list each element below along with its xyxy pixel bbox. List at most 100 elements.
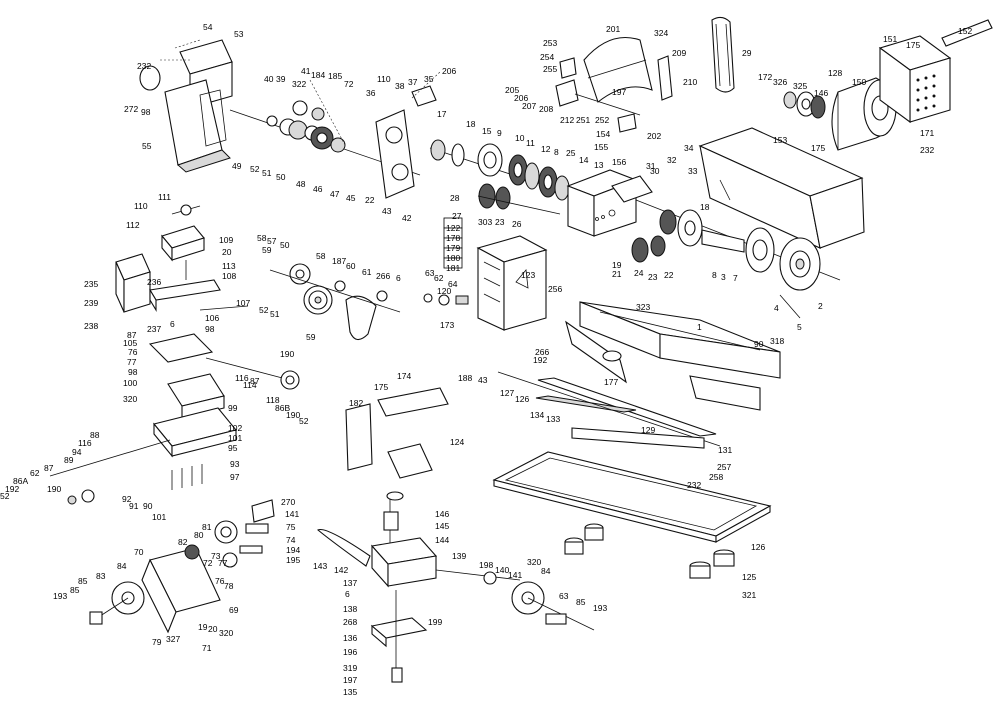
headstock-block <box>566 169 653 237</box>
part-label: 232 <box>137 61 151 71</box>
part-label: 95 <box>228 443 238 453</box>
part-label: 190 <box>47 484 61 494</box>
part-label: 113 <box>222 261 236 271</box>
part-label: 1 <box>697 322 702 332</box>
part-label: 171 <box>920 128 934 138</box>
leadscrew-and-rack <box>497 371 721 449</box>
part-label: 22 <box>664 270 674 280</box>
part-label: 8 <box>554 147 559 157</box>
part-label: 201 <box>606 24 620 34</box>
part-label: 106 <box>205 313 219 323</box>
part-label: 47 <box>330 189 340 199</box>
part-label: 141 <box>508 570 522 580</box>
part-label: 116 <box>78 438 92 448</box>
part-label: 112 <box>126 220 140 230</box>
part-label: 97 <box>230 472 240 482</box>
tailstock-assembly <box>316 491 595 683</box>
cross-slide <box>49 333 300 505</box>
part-label: 321 <box>742 590 756 600</box>
part-label: 14 <box>579 155 589 165</box>
part-label: 137 <box>343 578 357 588</box>
change-gear-cover <box>555 36 673 133</box>
part-label: 2 <box>818 301 823 311</box>
part-label: 88 <box>90 430 100 440</box>
part-label: 62 <box>30 468 40 478</box>
part-label: 237 <box>147 324 161 334</box>
part-label: 111 <box>158 192 171 202</box>
part-label: 320 <box>219 628 233 638</box>
part-label: 178 <box>446 233 460 243</box>
part-label: 185 <box>328 71 342 81</box>
part-label: 323 <box>636 302 650 312</box>
part-label: 146 <box>814 88 828 98</box>
part-label: 256 <box>548 284 562 294</box>
part-label: 182 <box>349 398 363 408</box>
spindle-and-chuck <box>631 199 841 319</box>
part-label: 320 <box>527 557 541 567</box>
part-label: 59 <box>262 245 272 255</box>
part-label: 151 <box>883 34 897 44</box>
part-label: 193 <box>593 603 607 613</box>
misc-brackets <box>345 387 449 479</box>
part-label: 143 <box>313 561 327 571</box>
part-label: 92 <box>122 494 132 504</box>
part-label: 126 <box>515 394 529 404</box>
part-label: 255 <box>543 64 557 74</box>
part-label: 107 <box>236 298 250 308</box>
part-label: 128 <box>828 68 842 78</box>
part-label: 20 <box>222 247 232 257</box>
part-label: 18 <box>700 202 710 212</box>
part-label: 41 <box>301 66 311 76</box>
part-label: 32 <box>667 155 677 165</box>
part-label: 26 <box>512 219 522 229</box>
part-label: 266 <box>376 271 390 281</box>
tool-post <box>161 204 205 280</box>
part-label: 192 <box>5 484 19 494</box>
part-label: 25 <box>566 148 576 158</box>
part-label: 20 <box>208 624 218 634</box>
part-label: 58 <box>257 233 267 243</box>
part-label: 3 <box>721 272 726 282</box>
part-label: 202 <box>647 131 661 141</box>
part-label: 36 <box>366 88 376 98</box>
part-label: 53 <box>234 29 244 39</box>
part-label: 197 <box>612 87 626 97</box>
part-label: 144 <box>435 535 449 545</box>
part-label: 175 <box>906 40 920 50</box>
part-label: 208 <box>539 104 553 114</box>
part-label: 153 <box>773 135 787 145</box>
part-label: 85 <box>576 597 586 607</box>
part-label: 86B <box>275 403 290 413</box>
part-label: 22 <box>365 195 375 205</box>
part-label: 110 <box>377 74 391 84</box>
part-label: 172 <box>758 72 772 82</box>
part-label: 187 <box>332 256 346 266</box>
part-label: 87 <box>44 463 54 473</box>
part-label: 136 <box>343 633 357 643</box>
part-label: 37 <box>408 77 418 87</box>
part-label: 7 <box>733 273 738 283</box>
part-label: 125 <box>742 572 756 582</box>
part-label: 85 <box>78 576 88 586</box>
part-label: 63 <box>425 268 435 278</box>
part-label: 64 <box>448 279 458 289</box>
part-label: 43 <box>382 206 392 216</box>
part-label: 50 <box>280 240 290 250</box>
part-label: 319 <box>343 663 357 673</box>
part-label: 6 <box>396 273 401 283</box>
part-label: 79 <box>152 637 162 647</box>
part-label: 84 <box>117 561 127 571</box>
part-label: 266 <box>535 347 549 357</box>
part-label: 101 <box>228 433 242 443</box>
part-label: 76 <box>215 576 225 586</box>
part-label: 80 <box>194 530 204 540</box>
part-label: 87 <box>250 376 260 386</box>
part-label: 90 <box>754 339 764 349</box>
part-label: 324 <box>654 28 668 38</box>
part-label: 120 <box>437 286 451 296</box>
part-label: 252 <box>595 115 609 125</box>
part-label: 236 <box>147 277 161 287</box>
part-label: 232 <box>687 480 701 490</box>
part-label: 42 <box>402 213 412 223</box>
